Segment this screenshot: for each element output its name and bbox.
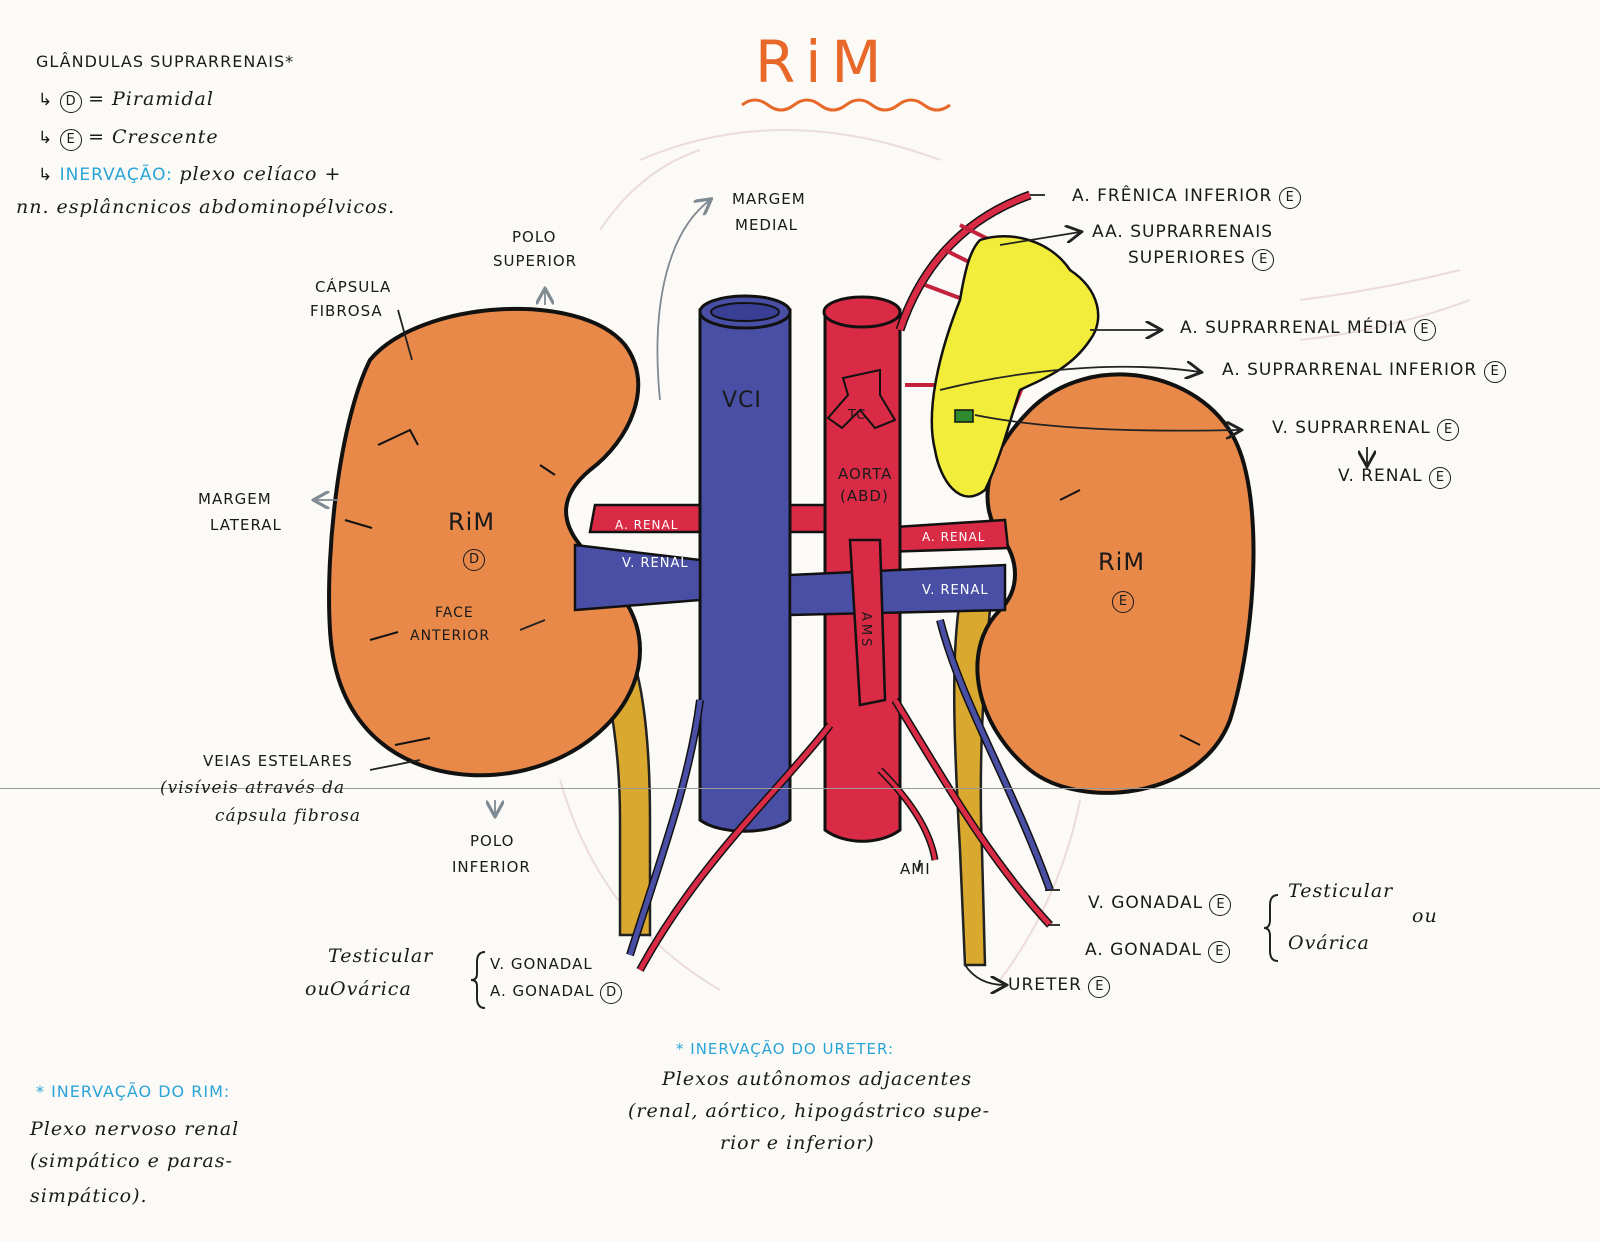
label-supra-sup-1: AA. SUPRARRENAIS: [1092, 222, 1273, 242]
label-margem-lateral-2: LATERAL: [210, 516, 282, 534]
suprarenal-right-line: ↳ D = Piramidal: [38, 88, 214, 113]
label-veias-estelares: VEIAS ESTELARES: [203, 752, 353, 770]
label-testicular-e-3: Ovárica: [1288, 932, 1370, 954]
label-supra-inf: A. SUPRARRENAL INFERIOR E: [1222, 360, 1506, 383]
label-veias-note-1: (visíveis através da: [160, 778, 346, 798]
label-testicular-e-2: ou: [1412, 905, 1438, 927]
label-testicular-d-1: Testicular: [328, 945, 434, 967]
suprarenal-heading: GLÂNDULAS SUPRARRENAIS*: [36, 52, 295, 71]
kidney-left: [975, 372, 1256, 795]
label-tc: TC: [848, 408, 867, 423]
suprarenal-innervation-line: ↳ INERVAÇÃO: plexo celíaco +: [38, 163, 342, 185]
label-v-gonadal-e: V. GONADAL E: [1088, 893, 1232, 916]
label-testicular-e-1: Testicular: [1288, 880, 1394, 902]
kidney-innervation-line3: simpático).: [30, 1185, 148, 1207]
label-polo-superior-2: SUPERIOR: [493, 252, 578, 270]
label-aorta-2: (ABD): [840, 487, 889, 505]
suprarenal-left-line: ↳ E = Crescente: [38, 126, 219, 151]
ureter-innervation-heading: * INERVAÇÃO DO URETER:: [676, 1040, 894, 1058]
label-rim-d: RiM: [448, 508, 496, 536]
label-v-renal-e-target: V. RENAL E: [1338, 466, 1452, 489]
label-ams: AMS: [858, 612, 873, 650]
label-a-renal-e: A. RENAL: [922, 530, 986, 544]
label-aorta-1: AORTA: [838, 465, 893, 483]
adrenal-gland-left: [930, 235, 1100, 498]
aorta-opening: [822, 295, 902, 329]
renal-vein-right: [573, 543, 702, 612]
label-face-anterior-2: ANTERIOR: [410, 628, 491, 644]
label-a-renal-d: A. RENAL: [615, 518, 679, 532]
label-v-renal-e: V. RENAL: [922, 583, 989, 598]
label-supra-sup-2: SUPERIORES E: [1128, 248, 1275, 271]
sma: [848, 538, 887, 707]
label-capsula-1: CÁPSULA: [315, 278, 392, 296]
label-margem-lateral-1: MARGEM: [198, 490, 272, 508]
label-testicular-d-2: ou: [305, 978, 331, 1000]
label-margem-medial-1: MARGEM: [732, 190, 806, 208]
kidney-innervation-line2: (simpático e paras-: [30, 1150, 233, 1172]
renal-vein-left: [788, 563, 1007, 617]
suprarenal-innervation-line2: nn. esplâncnicos abdominopélvicos.: [16, 196, 396, 218]
label-frenica: A. FRÊNICA INFERIOR E: [1072, 186, 1301, 209]
label-a-gonadal-d: A. GONADAL D: [490, 982, 623, 1004]
paper-fold-line: [0, 788, 1600, 789]
page-title: RiM: [755, 28, 892, 96]
label-polo-superior-1: POLO: [512, 228, 557, 246]
label-ureter: URETER E: [1008, 975, 1111, 998]
label-rim-d-side: D: [463, 548, 485, 571]
kidney-right: [327, 306, 643, 778]
label-rim-e-side: E: [1112, 590, 1134, 613]
label-veias-note-2: cápsula fibrosa: [215, 806, 362, 826]
ivc: [698, 308, 792, 833]
label-v-supra: V. SUPRARRENAL E: [1272, 418, 1460, 441]
label-v-gonadal-d: V. GONADAL: [490, 955, 593, 973]
adrenal-vein-stub: [954, 409, 974, 423]
label-face-anterior-1: FACE: [435, 605, 474, 621]
label-a-gonadal-e: A. GONADAL E: [1085, 940, 1231, 963]
label-testicular-d-3: Ovárica: [330, 978, 412, 1000]
label-margem-medial-2: MEDIAL: [735, 216, 799, 234]
kidney-innervation-line1: Plexo nervoso renal: [30, 1118, 240, 1140]
label-supra-media: A. SUPRARRENAL MÉDIA E: [1180, 318, 1436, 341]
celiac-trunk: [826, 368, 897, 430]
label-v-renal-d: V. RENAL: [622, 556, 689, 571]
label-rim-e: RiM: [1098, 548, 1146, 576]
label-vci: VCI: [722, 388, 762, 413]
label-polo-inferior-1: POLO: [470, 832, 515, 850]
ureter-innervation-line1: Plexos autônomos adjacentes: [662, 1068, 973, 1090]
title-underline: [741, 98, 951, 112]
label-ami: AMI: [900, 860, 931, 878]
ureter-innervation-line3: rior e inferior): [720, 1132, 875, 1154]
ureter-innervation-line2: (renal, aórtico, hipogástrico supe-: [628, 1100, 991, 1122]
kidney-innervation-heading: * INERVAÇÃO DO RIM:: [36, 1082, 231, 1101]
label-polo-inferior-2: INFERIOR: [452, 858, 531, 876]
label-capsula-2: FIBROSA: [310, 302, 383, 320]
